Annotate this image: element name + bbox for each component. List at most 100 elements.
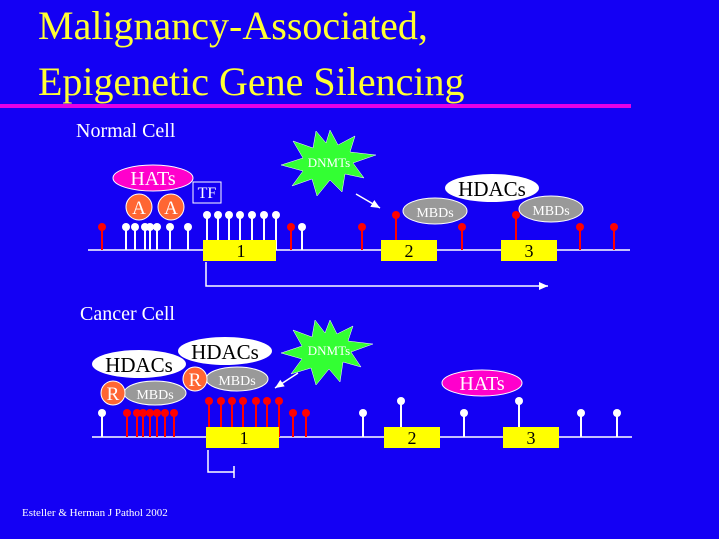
cancer-methylated-cpg: [139, 409, 147, 417]
cancer-mbds-1-label: MBDs: [136, 388, 173, 403]
cancer-cell-label: Cancer Cell: [80, 303, 175, 325]
normal-methylated-cpg: [512, 211, 520, 219]
normal-unmethylated-cpg: [146, 223, 154, 231]
cancer-hdacs-2-bubble: [178, 337, 272, 365]
repressor-r-1-label: R: [107, 384, 120, 405]
cancer-unmethylated-cpg: [460, 409, 468, 417]
cancer-exon-2-label: 2: [408, 428, 417, 448]
cancer-unmethylated-cpg: [577, 409, 585, 417]
normal-unmethylated-cpg: [248, 211, 256, 219]
cancer-methylated-cpg: [205, 397, 213, 405]
acetyl-a-2: [157, 193, 185, 221]
normal-mbds-1-label: MBDs: [416, 206, 453, 221]
normal-unmethylated-cpg: [153, 223, 161, 231]
normal-dnmts-label: DNMTs: [308, 155, 350, 170]
cancer-methylated-cpg: [263, 397, 271, 405]
normal-exon-2: [381, 240, 437, 261]
normal-unmethylated-cpg: [122, 223, 130, 231]
cancer-dnmts-label: DNMTs: [308, 343, 350, 358]
repressor-r-1: [100, 380, 126, 406]
cancer-methylated-cpg: [302, 409, 310, 417]
normal-hdacs-bubble: [445, 174, 539, 202]
normal-methylated-cpg: [458, 223, 466, 231]
cancer-methylated-cpg: [146, 409, 154, 417]
cancer-exon-3-label: 3: [527, 428, 536, 448]
normal-mbds-2-label: MBDs: [532, 204, 569, 219]
cancer-methylated-cpg: [275, 397, 283, 405]
acetyl-a-2-label: A: [164, 198, 178, 219]
transcription-arrow: [205, 262, 548, 290]
repressor-r-2: [182, 366, 208, 392]
repressor-r-2-label: R: [189, 370, 202, 391]
citation: Esteller & Herman J Pathol 2002: [22, 507, 168, 519]
normal-unmethylated-cpg: [298, 223, 306, 231]
tf-box: [192, 181, 222, 204]
cancer-dnmts-star: [280, 319, 374, 386]
cancer-methylated-cpg: [170, 409, 178, 417]
normal-unmethylated-cpg: [214, 211, 222, 219]
normal-unmethylated-cpg: [131, 223, 139, 231]
normal-exon-3-label: 3: [525, 241, 534, 261]
blocked-transcription: [207, 450, 234, 473]
cancer-hdacs-2-label: HDACs: [191, 340, 259, 364]
cancer-mbds-2-label: MBDs: [218, 374, 255, 389]
cancer-exon-2: [384, 427, 440, 448]
normal-unmethylated-cpg: [236, 211, 244, 219]
title-line-2: Epigenetic Gene Silencing: [38, 59, 465, 104]
cancer-methylated-cpg: [123, 409, 131, 417]
normal-unmethylated-cpg: [184, 223, 192, 231]
normal-exon-3: [501, 240, 557, 261]
cancer-methylated-cpg: [239, 397, 247, 405]
normal-cell-label: Normal Cell: [76, 120, 176, 142]
cancer-methylated-cpg: [133, 409, 141, 417]
acetyl-a-1: [125, 193, 153, 221]
cancer-methylated-cpg: [228, 397, 236, 405]
normal-unmethylated-cpg: [225, 211, 233, 219]
cancer-hats-bubble: [441, 369, 523, 397]
normal-exon-1-label: 1: [237, 241, 246, 261]
normal-methylated-cpg: [610, 223, 618, 231]
normal-methylated-cpg: [287, 223, 295, 231]
cancer-exon-3: [503, 427, 559, 448]
normal-hdacs-label: HDACs: [458, 177, 526, 201]
title-line-1: Malignancy-Associated,: [38, 3, 428, 48]
cancer-unmethylated-cpg: [515, 397, 523, 405]
cancer-exon-1: [206, 427, 279, 448]
normal-unmethylated-cpg: [203, 211, 211, 219]
cancer-cpg-sites: [98, 397, 621, 437]
normal-exon-2-label: 2: [405, 241, 414, 261]
cancer-unmethylated-cpg: [359, 409, 367, 417]
cancer-exon-1-label: 1: [240, 428, 249, 448]
normal-hats-label: HATs: [130, 168, 175, 190]
normal-methylated-cpg: [392, 211, 400, 219]
cancer-methylated-cpg: [153, 409, 161, 417]
cancer-methylated-cpg: [252, 397, 260, 405]
normal-dnmts-star: [280, 129, 377, 197]
tf-label: TF: [198, 185, 217, 202]
title-rule: [0, 104, 631, 108]
cancer-hats-label: HATs: [459, 373, 504, 395]
cancer-unmethylated-cpg: [98, 409, 106, 417]
normal-exon-1: [203, 240, 276, 261]
normal-cpg-sites: [98, 211, 618, 250]
cancer-hdacs-1-bubble: [92, 350, 186, 378]
cancer-dnmts-arrow: [274, 372, 299, 389]
normal-mbds-2: [518, 195, 584, 223]
normal-methylated-cpg: [576, 223, 584, 231]
cancer-unmethylated-cpg: [613, 409, 621, 417]
normal-hats-bubble: [112, 164, 194, 192]
normal-methylated-cpg: [98, 223, 106, 231]
cancer-methylated-cpg: [217, 397, 225, 405]
normal-unmethylated-cpg: [166, 223, 174, 231]
normal-mbds-1: [402, 197, 468, 225]
cancer-hdacs-1-label: HDACs: [105, 353, 173, 377]
cancer-methylated-cpg: [289, 409, 297, 417]
cancer-unmethylated-cpg: [397, 397, 405, 405]
normal-dnmts-arrow: [355, 193, 381, 209]
normal-methylated-cpg: [358, 223, 366, 231]
cancer-methylated-cpg: [161, 409, 169, 417]
normal-unmethylated-cpg: [260, 211, 268, 219]
acetyl-a-1-label: A: [132, 198, 146, 219]
normal-unmethylated-cpg: [272, 211, 280, 219]
